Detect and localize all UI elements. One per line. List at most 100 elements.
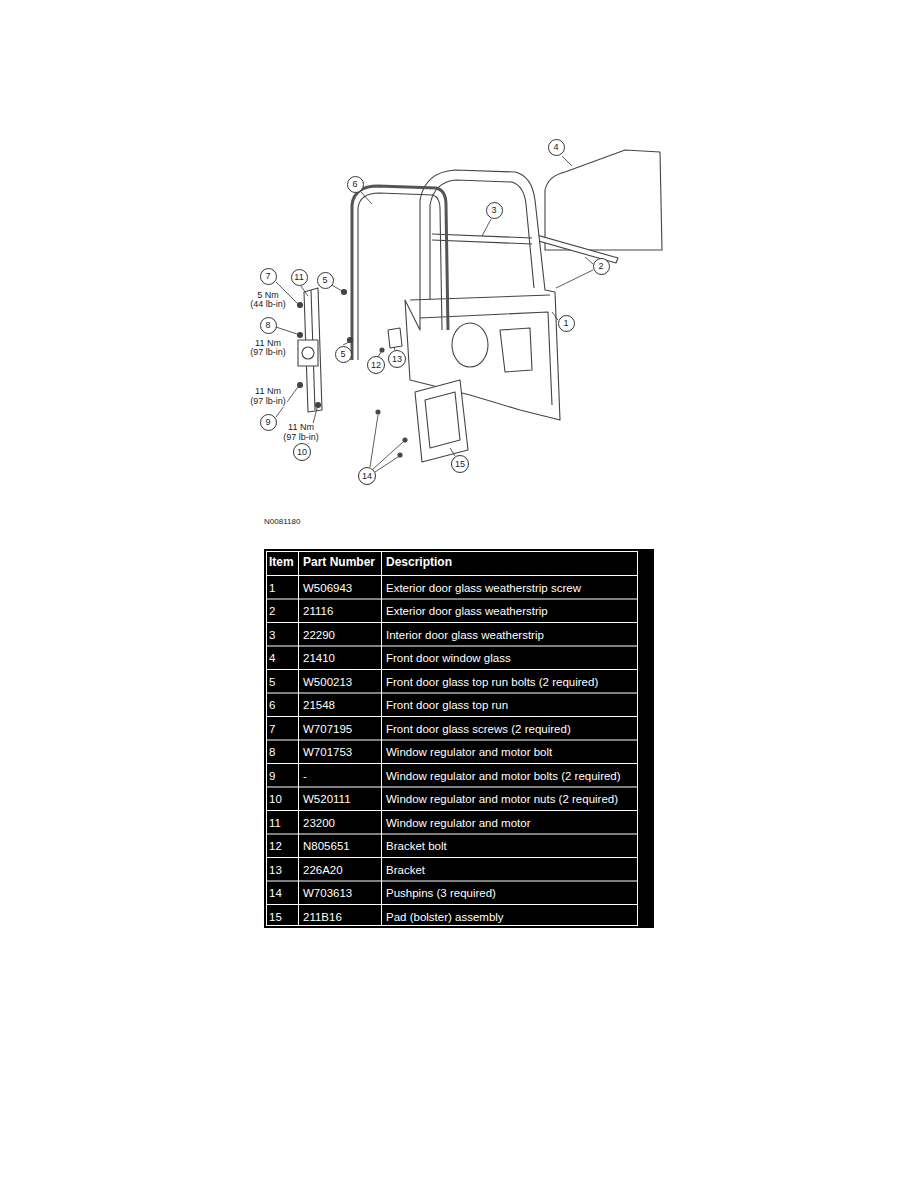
table-cell: 12 [269, 840, 282, 853]
callout-circle: 14 [358, 467, 376, 485]
table-cell: 3 [269, 628, 275, 641]
bracket-bolt [380, 348, 384, 352]
pushpin [398, 453, 402, 457]
callout-circle: 11 [291, 269, 308, 286]
table-cell: 21548 [303, 699, 335, 712]
pad-bolster [415, 380, 468, 462]
table-cell: W701753 [303, 746, 352, 759]
motor-gear [302, 347, 314, 359]
torque-spec: (97 lb-in) [249, 397, 287, 407]
table-cell: 226A20 [303, 863, 343, 876]
table-cell: 5 [269, 675, 275, 688]
table-cell: 8 [269, 746, 275, 759]
table-cell: 211B16 [303, 910, 342, 923]
window-glass [545, 150, 662, 250]
callout-circle: 8 [260, 317, 277, 334]
callout-number: 1 [563, 319, 568, 328]
regulator-nut [316, 403, 321, 408]
regulator-motor [298, 340, 318, 366]
table-cell: W707195 [303, 722, 352, 735]
table-cell: 21116 [303, 605, 333, 618]
callout-number: 6 [352, 180, 357, 189]
table-cell: Bracket [386, 863, 425, 876]
pushpin [376, 410, 380, 414]
table-cell: 11 [269, 816, 281, 829]
torque-spec: 11 Nm [254, 387, 282, 397]
regulator-bolt [298, 303, 303, 308]
table-cell: Front door glass top run bolts (2 requir… [386, 675, 598, 688]
pushpin [403, 438, 407, 442]
callout-number: 2 [598, 262, 603, 271]
regulator-bolt [298, 383, 303, 388]
top-run-bolt [342, 290, 347, 295]
table-cell: 22290 [303, 628, 335, 641]
table-cell: 14 [269, 887, 282, 900]
leader-lines [276, 156, 593, 472]
table-cell: 15 [269, 910, 282, 923]
torque-spec: (97 lb-in) [249, 348, 287, 358]
bracket [388, 328, 402, 348]
callout-circle: 5 [335, 346, 352, 363]
callout-circle: 6 [347, 176, 364, 193]
table-cell: 1 [269, 581, 275, 594]
callout-circle: 1 [558, 315, 575, 332]
callout-circle: 5 [317, 272, 334, 289]
table-cell: Bracket bolt [386, 840, 447, 853]
callout-number: 14 [362, 472, 372, 481]
pad-bolster-detail [425, 392, 460, 448]
callout-circle: 10 [293, 443, 311, 461]
panel-opening [500, 328, 532, 372]
callout-number: 9 [265, 418, 270, 427]
callout-number: 8 [265, 321, 270, 330]
callout-number: 7 [265, 272, 270, 281]
glass-top-run-edge [358, 193, 442, 360]
door-beltline [410, 295, 550, 300]
callout-number: 5 [340, 350, 345, 359]
table-header: Item [269, 556, 294, 569]
callout-circle: 3 [486, 202, 503, 219]
table-cell: 9 [269, 769, 275, 782]
table-cell: 4 [269, 652, 275, 665]
table-cell: Front door glass top run [386, 699, 508, 712]
callout-number: 12 [371, 361, 381, 370]
table-cell: 13 [269, 863, 282, 876]
table-cell: 6 [269, 699, 275, 712]
table-cell: Window regulator and motor nuts (2 requi… [386, 793, 618, 806]
callout-circle: 2 [593, 258, 610, 275]
figure-id: N0081180 [264, 518, 300, 527]
table-cell: Pushpins (3 required) [386, 887, 496, 900]
table-cell: 7 [269, 722, 275, 735]
table-header: Part Number [303, 556, 375, 569]
table-cell: Window regulator and motor [386, 816, 530, 829]
table-cell: Front door window glass [386, 652, 511, 665]
regulator-bolt [298, 333, 303, 338]
table-cell: W520111 [303, 793, 351, 806]
callout-number: 10 [297, 448, 307, 457]
table-cell: W500213 [303, 675, 352, 688]
table-cell: Window regulator and motor bolt [386, 746, 552, 759]
table-cell: 21410 [303, 652, 335, 665]
parts-table [264, 549, 654, 928]
table-cell: 23200 [303, 816, 335, 829]
torque-spec: (44 lb-in) [249, 300, 287, 310]
top-run-bolt [348, 338, 353, 343]
table-cell: Exterior door glass weatherstrip [386, 605, 548, 618]
table-cell: Interior door glass weatherstrip [386, 628, 544, 641]
torque-spec: 11 Nm [287, 423, 315, 433]
callout-circle: 9 [260, 414, 277, 431]
door-shell [405, 170, 560, 420]
callout-number: 5 [322, 276, 327, 285]
callout-circle: 7 [260, 268, 277, 285]
table-cell: Window regulator and motor bolts (2 requ… [386, 769, 621, 782]
table-cell: 2 [269, 605, 275, 618]
callout-number: 15 [455, 460, 465, 469]
table-cell: Exterior door glass weatherstrip screw [386, 581, 581, 594]
table-cell: Front door glass screws (2 required) [386, 722, 571, 735]
callout-number: 13 [392, 355, 402, 364]
callout-number: 4 [553, 143, 558, 152]
table-cell: W703613 [303, 887, 352, 900]
table-cell: Pad (bolster) assembly [386, 910, 504, 923]
table-cell: 10 [269, 793, 282, 806]
